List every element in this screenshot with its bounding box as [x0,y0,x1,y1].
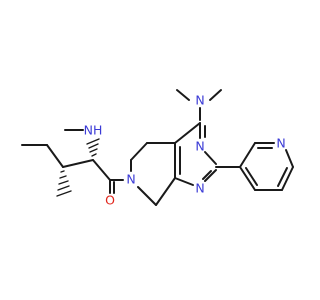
atom-n-pyridine: N [276,136,285,151]
bond-carbonyl-calpha [92,159,111,181]
bond-pyr-n-c6 [285,149,294,168]
bond-n7-c8 [137,186,157,206]
bond-cbeta-ethyl [46,144,64,168]
atom-n-dimethylamino: N [195,93,204,108]
hashed-bond-cbeta-methyl [56,170,72,197]
bond-pyr-c3-c2 [239,142,256,168]
bond-calpha-cbeta [62,159,94,168]
molecule-structure: N N N N N NH O [21,89,294,208]
bond-pyr-c6-c5 [281,166,294,191]
bond-pyr-c4-c3-inner [245,167,258,186]
bond-n3-c2 [204,151,217,165]
hashed-bond-calpha-nh [86,138,100,157]
bond-c4a-c4 [174,122,201,144]
atom-n-pyrimidine-1: N [195,181,204,196]
atom-nh-methylamino: NH [84,123,103,138]
atom-labels: N N N N N NH O [84,93,286,208]
bond-c5-c6 [130,142,148,161]
bond-pyr-c6-c5-inner [277,167,288,187]
bond-c8-c8a [155,177,176,206]
bond-c2-n1 [204,169,217,182]
bond-c2-n1-inner [202,170,212,180]
atom-o-carbonyl: O [105,193,115,208]
bond-pyr-c4-c3 [239,166,256,191]
bond-nme-methyl-left [176,89,190,101]
atom-n-pyrimidine-3: N [195,139,204,154]
bonds [21,89,294,206]
atom-n-piperidine: N [126,172,135,187]
bond-nme-methyl-right [209,89,222,101]
bond-n1-c8a [174,177,194,186]
